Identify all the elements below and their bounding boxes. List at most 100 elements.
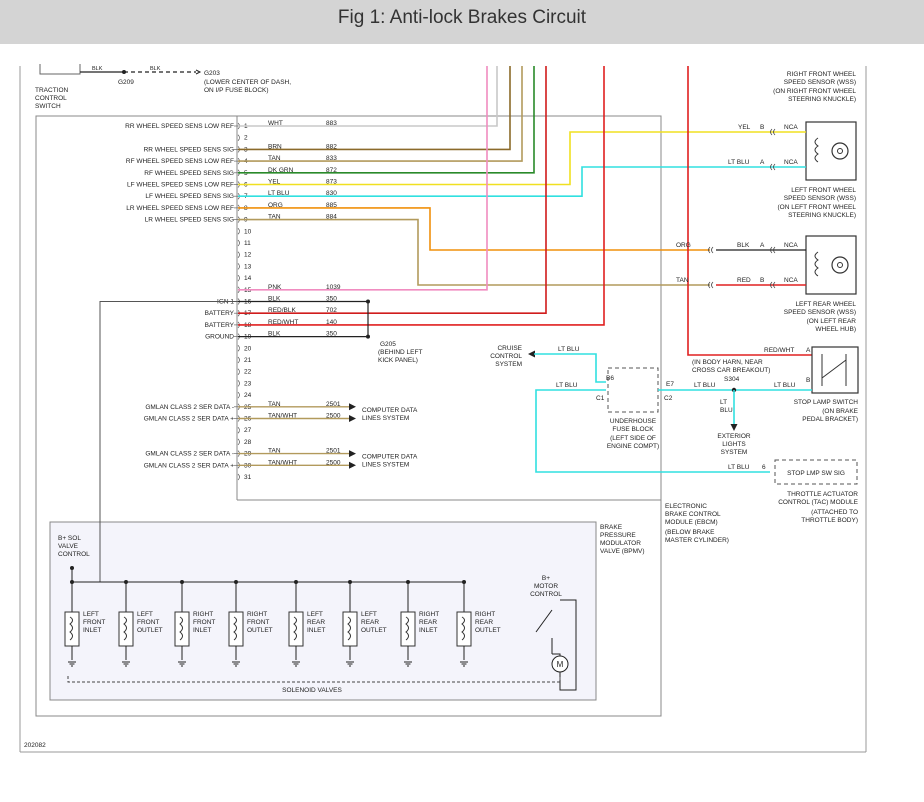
fuse-block-box	[607, 367, 659, 413]
lr-pin-a: A	[760, 242, 765, 249]
data-arrow-icon	[349, 415, 356, 422]
ebcm-outer-frame	[35, 115, 662, 717]
solenoid-coil-icon	[293, 616, 297, 641]
solenoid-ground-icon	[122, 661, 130, 667]
wire-label: BLK	[92, 66, 103, 72]
solenoid-ground-icon	[346, 661, 354, 667]
motor-switch-icon	[535, 609, 553, 654]
solenoid-coil-icon	[69, 616, 73, 641]
pin-number: 24	[244, 392, 252, 399]
wire-blk-350	[238, 300, 369, 337]
pin-number: 31	[244, 474, 252, 481]
fuse-pin-e7: E7	[666, 381, 674, 388]
circuit-number: 873	[326, 179, 337, 186]
tac-module-box	[774, 459, 858, 485]
wire-ign1-feed	[99, 301, 238, 582]
pin-label: GMLAN CLASS 2 SER DATA -	[145, 451, 234, 458]
connector-icon	[770, 281, 776, 289]
connector-icon	[770, 128, 776, 136]
pin-number: 22	[244, 369, 252, 376]
circuit-number: 884	[326, 214, 337, 221]
circuit-number: 2501	[326, 448, 341, 455]
pin-tab-icon	[237, 391, 240, 399]
pin-tab-icon	[237, 380, 240, 387]
wire-color-label: TAN	[268, 448, 281, 455]
wire-color-label: BLK	[268, 331, 281, 338]
circuit-number: 702	[326, 307, 337, 314]
circuit-number: 833	[326, 155, 337, 162]
wire-color-label: TAN/WHT	[268, 413, 297, 420]
circuit-number: 2501	[326, 401, 341, 408]
solenoid-coil-icon	[347, 616, 351, 641]
wire-wht-883	[238, 66, 498, 127]
pin-label: RR WHEEL SPEED SENS SIG	[144, 146, 234, 153]
fuse-wire-out: LT BLU	[694, 382, 716, 389]
sensor-hub-icon	[837, 148, 843, 154]
wire-color-label: ORG	[268, 202, 283, 209]
wire-brn-882	[238, 66, 511, 151]
sensor-hub-icon	[837, 262, 843, 268]
wire-redwht-stoplamp	[687, 66, 812, 356]
switch-contact-icon	[821, 354, 847, 386]
wire-dkgrn-872	[238, 66, 535, 174]
lr-nca-a: NCA	[784, 242, 798, 249]
pin-label: GMLAN CLASS 2 SER DATA +	[144, 462, 234, 469]
data-arrow-icon	[349, 450, 356, 458]
pin-tab-icon	[237, 345, 240, 352]
pin-label: RR WHEEL SPEED SENS LOW REF	[125, 123, 234, 130]
solenoid-coil-icon	[405, 616, 409, 641]
circuit-number: 2500	[326, 459, 341, 466]
sensor-coil-icon	[814, 137, 819, 163]
pin-tab-icon	[237, 239, 240, 247]
pin-tab-icon	[237, 356, 240, 364]
wire-ltblu-cruise	[534, 353, 606, 383]
wire-color-label: RED/BLK	[268, 307, 296, 314]
sensor-wheel-icon	[831, 256, 849, 274]
pin-tab-icon	[237, 134, 240, 141]
pin-tab-icon	[237, 251, 240, 258]
wire-org-885	[238, 207, 710, 251]
pin-tab-icon	[237, 438, 240, 446]
pin-number: 21	[244, 357, 252, 364]
solenoid-coil-icon	[461, 616, 465, 641]
splice-dot	[366, 334, 370, 339]
splice-s304-wire-right: LT BLU	[774, 382, 796, 389]
lf-wire-a: LT BLU	[728, 159, 750, 166]
wire-ltblu-tac	[535, 389, 770, 473]
ground-arrow-icon	[195, 69, 202, 75]
fuse-pin-b6: B6	[606, 375, 614, 382]
pin-label: RF WHEEL SPEED SENS LOW REF	[126, 158, 234, 165]
fuse-conn-c2: C2	[664, 395, 673, 402]
pin-tab-icon	[237, 368, 240, 375]
wire-color-label: BRN	[268, 143, 282, 150]
lr-wire-a: BLK	[737, 242, 750, 249]
circuit-number: 350	[326, 296, 337, 303]
ground-note-g203: (LOWER CENTER OF DASH,ON I/P FUSE BLOCK)	[204, 79, 291, 94]
fuse-wire-in: LT BLU	[556, 382, 578, 389]
page-title: Fig 1: Anti-lock Brakes Circuit	[337, 7, 587, 28]
solenoid-coil-icon	[123, 616, 127, 641]
pin-number: 10	[244, 228, 252, 235]
lr-pin-b: B	[760, 277, 764, 284]
wire-color-label: RED/WHT	[268, 319, 298, 326]
connector-icon	[708, 246, 714, 254]
pin-label: LF WHEEL SPEED SENS SIG	[145, 193, 234, 200]
